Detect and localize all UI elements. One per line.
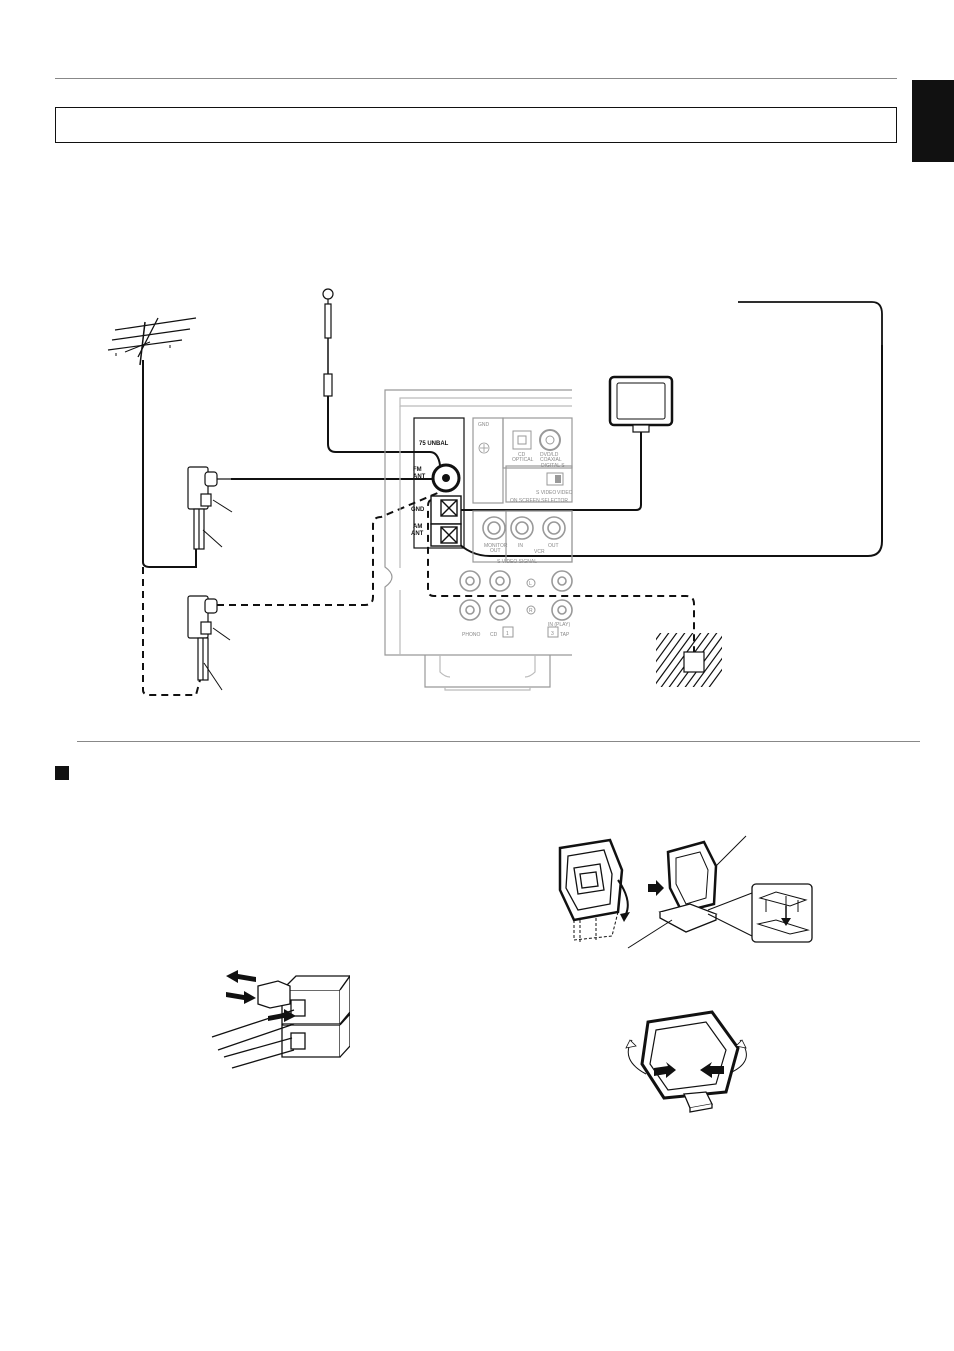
- label-coaxial: COAXIAL: [540, 457, 562, 463]
- label-phono: PHONO: [462, 632, 480, 638]
- optical-jack[interactable]: [512, 430, 532, 450]
- coaxial-plug-icon: [187, 595, 218, 681]
- label-tape: TAP: [560, 632, 570, 638]
- label-r: R: [529, 608, 533, 614]
- label-vcr: VCR: [534, 549, 545, 555]
- section-bullet: [55, 766, 69, 780]
- label-75-unbal: 75 UNBAL: [419, 441, 449, 447]
- label-s-video-signal: S VIDEO SIGNAL: [497, 559, 537, 565]
- cd-number-box: [502, 626, 514, 638]
- alternate-fm-cable-dashed: [217, 482, 456, 606]
- label-gnd-top: GND: [478, 422, 490, 428]
- label-cd: CD: [518, 452, 526, 458]
- receiver-rear-panel: [384, 389, 573, 691]
- am-ant-terminal[interactable]: [430, 523, 462, 547]
- label-cd2: CD: [490, 632, 498, 638]
- leader-line: [203, 662, 223, 691]
- label-video: VIDEO: [557, 490, 573, 496]
- fm-ant-jack-pin: [442, 474, 450, 482]
- s-video-jacks[interactable]: [482, 516, 566, 540]
- outdoor-am-antenna-cable: [454, 539, 883, 557]
- outdoor-am-antenna-wire: [738, 301, 883, 345]
- label-optical: OPTICAL: [512, 457, 534, 463]
- label-am-ant: ANT: [411, 531, 424, 537]
- label-in: IN: [518, 543, 523, 549]
- am-loop-antenna-assembly-illustration: [558, 835, 813, 949]
- label-dvd-ld: DVD/LD: [540, 452, 559, 458]
- label-in-play: IN (PLAY): [548, 622, 570, 628]
- outdoor-antenna-cable: [142, 360, 197, 568]
- section-title-box: [55, 107, 897, 143]
- on-screen-selector-switch[interactable]: [546, 472, 564, 486]
- label-ant: ANT: [413, 474, 426, 480]
- label-digital: DIGITAL S: [541, 463, 565, 469]
- earth-ground-icon: [656, 633, 722, 687]
- am-loop-antenna-orientation-illustration: [625, 1010, 747, 1113]
- am-loop-antenna-icon: [608, 375, 674, 433]
- label-monitor-out: OUT: [490, 548, 501, 554]
- gnd-terminal[interactable]: [430, 495, 462, 525]
- label-out: OUT: [548, 543, 559, 549]
- tape-number-box: [547, 626, 559, 638]
- am-loop-antenna-cable: [455, 432, 642, 511]
- alternate-cable-dashed: [142, 567, 201, 696]
- indoor-fm-antenna-icon: [322, 288, 334, 397]
- section-tab: [912, 80, 954, 162]
- label-num3: 3: [551, 631, 554, 637]
- section-divider: [77, 741, 920, 742]
- clip-detail-inset: [751, 883, 813, 943]
- leader-line: [212, 627, 231, 641]
- outdoor-fm-antenna-icon: [107, 317, 197, 366]
- antenna-connection-diagram: 75 UNBAL FM ANT GND AM ANT GND CD OPTICA…: [107, 288, 883, 696]
- label-am: AM: [413, 524, 422, 530]
- label-gnd: GND: [411, 507, 425, 513]
- label-s-video: S VIDEO: [536, 490, 556, 496]
- coaxial-plug-icon: [187, 466, 231, 550]
- label-on-screen-selector: ON SCREEN SELECTOR: [510, 498, 568, 504]
- label-l: L: [529, 581, 532, 587]
- label-num1: 1: [506, 631, 509, 637]
- leader-line: [202, 529, 223, 548]
- label-fm: FM: [413, 467, 422, 473]
- terminal-wire-insertion-illustration: [211, 970, 350, 1069]
- audio-rca-jacks[interactable]: [459, 570, 573, 621]
- indoor-fm-antenna-wire: [327, 396, 451, 479]
- coaxial-jack[interactable]: [539, 429, 561, 451]
- top-rule: [55, 78, 897, 79]
- ground-screw-icon: [478, 442, 490, 454]
- ground-cable-dashed: [427, 499, 695, 652]
- leader-line: [212, 499, 233, 513]
- label-monitor: MONITOR: [484, 543, 508, 549]
